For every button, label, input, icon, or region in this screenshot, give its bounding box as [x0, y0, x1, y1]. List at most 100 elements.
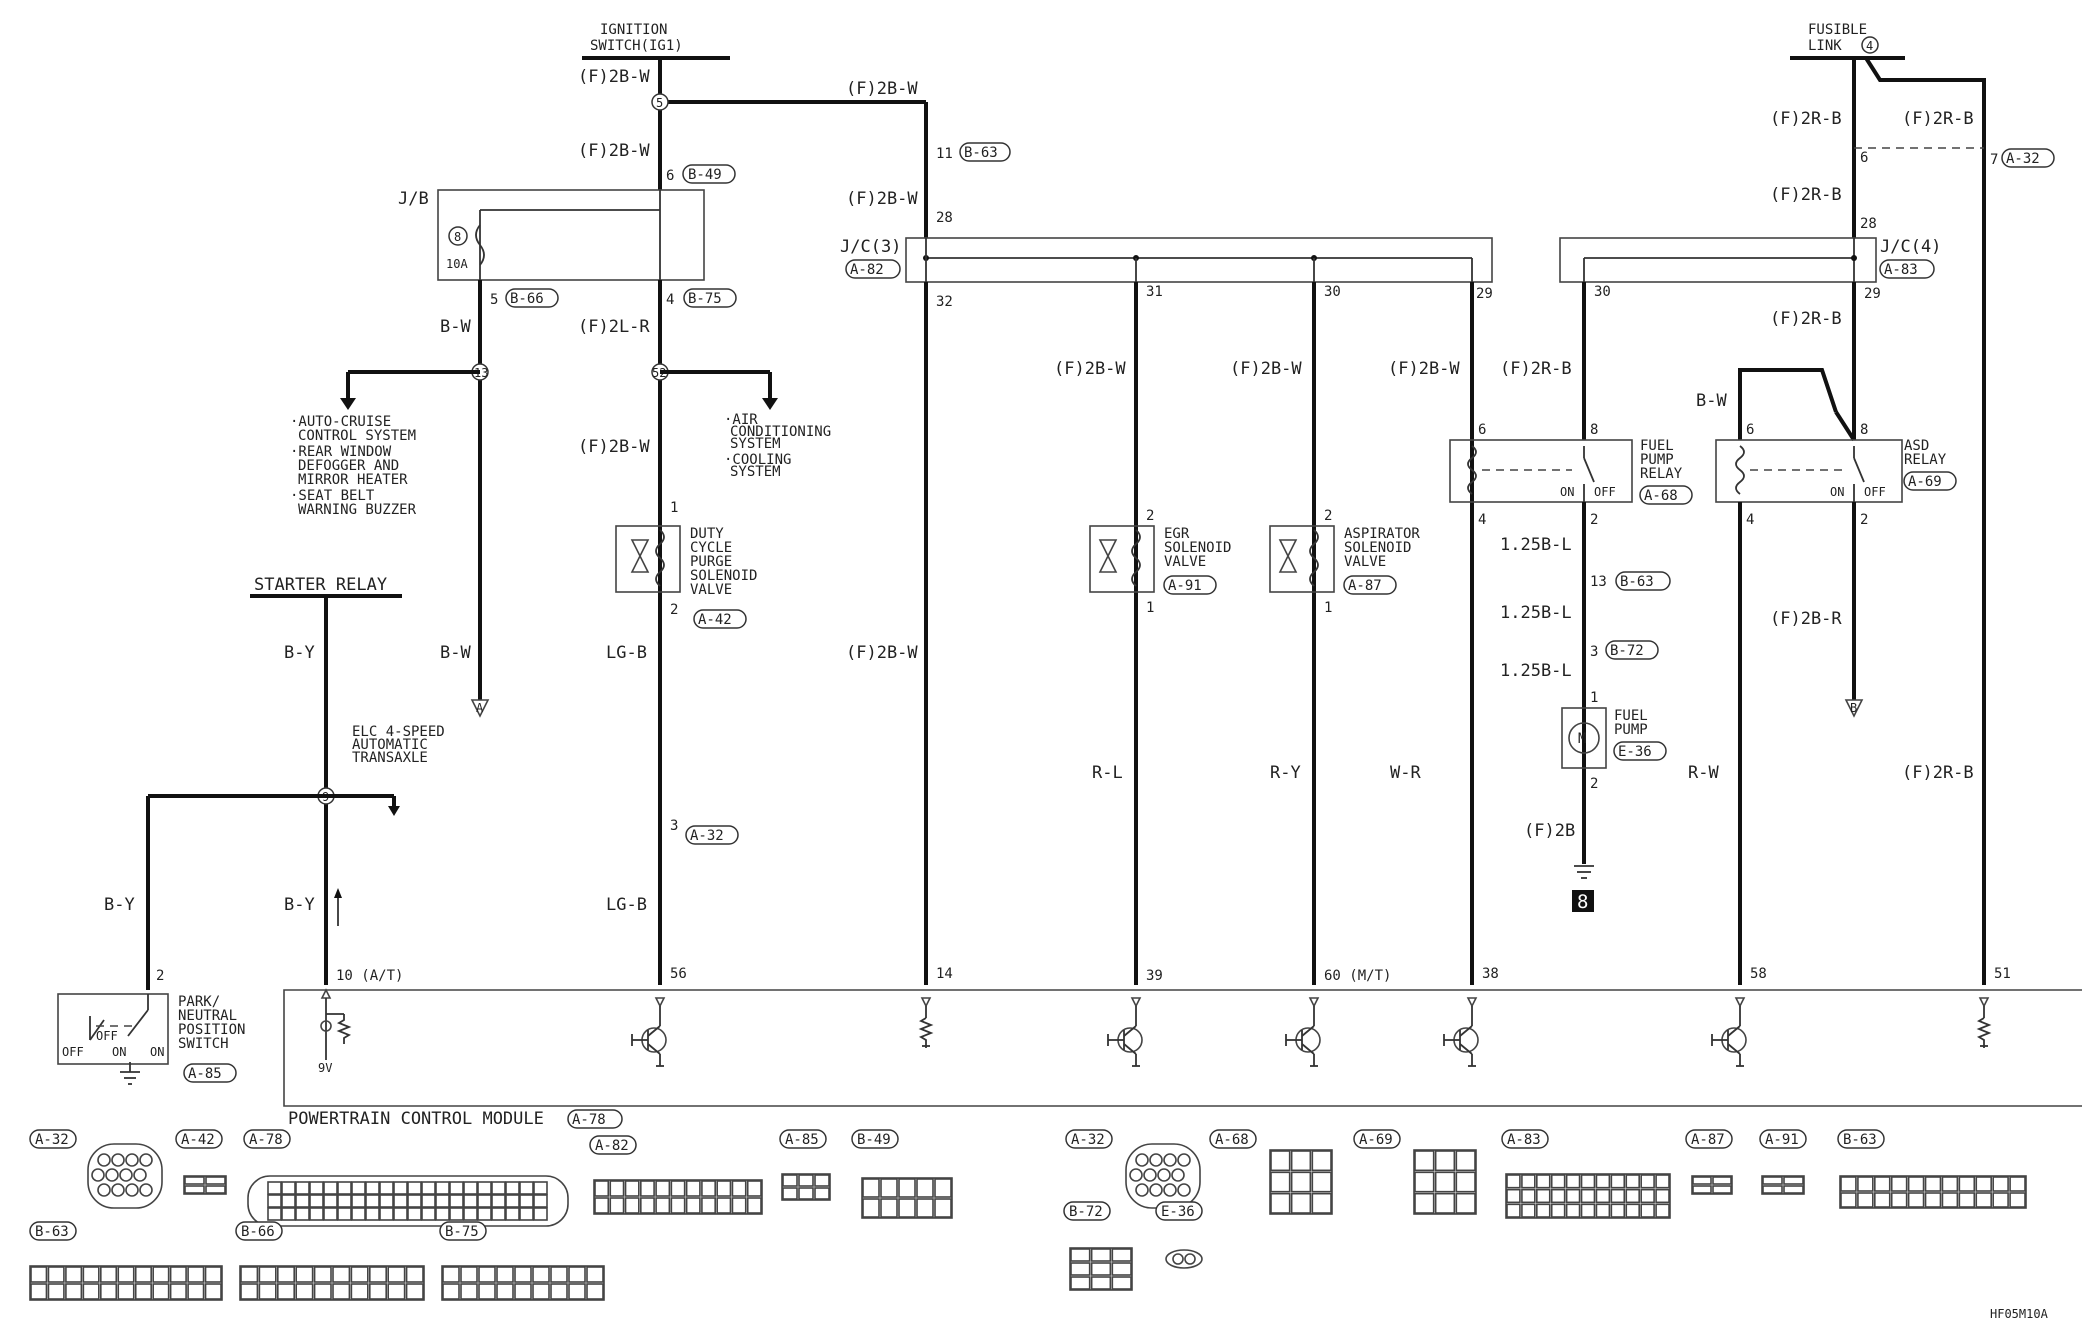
pin-number: 5: [490, 292, 498, 308]
pin-number: 32: [936, 294, 953, 310]
connector-view-label: E-36: [1161, 1204, 1195, 1220]
wire-color-label: (F)2B-R: [1770, 609, 1842, 629]
note-rear-window: ·REAR WINDOW: [290, 444, 392, 460]
splice-13-label: 13: [474, 366, 488, 380]
wire-color-label: R-Y: [1270, 763, 1301, 783]
pin-number: 28: [936, 210, 953, 226]
pin-number: 11: [936, 146, 953, 162]
wire-color-label: LG-B: [606, 895, 647, 915]
ignition-label-line1: IGNITION: [600, 22, 667, 38]
pin-number: 58: [1750, 966, 1767, 982]
pin-number: 6: [1746, 422, 1754, 438]
motor-symbol: M: [1578, 731, 1586, 747]
connector-view-b49-5: B-49: [851, 1129, 953, 1219]
connector-view-a91-14: A-91: [1759, 1129, 1807, 1195]
relay-off: OFF: [1864, 485, 1886, 499]
connector-view-label: A-69: [1359, 1132, 1393, 1148]
jc4-label: J/C(4): [1880, 237, 1941, 257]
connector-view-label: A-85: [785, 1132, 819, 1148]
pin-number: 1: [1590, 690, 1598, 706]
pin-number: 2: [156, 968, 164, 984]
pin-number: 2: [1590, 512, 1598, 528]
pin-number: 2: [1590, 776, 1598, 792]
note-elc-1: ELC 4-SPEED: [352, 724, 445, 740]
connector-view-e36-17: E-36: [1155, 1201, 1203, 1269]
note-seat-belt: ·SEAT BELT: [290, 488, 375, 504]
connector-a68-label: A-68: [1644, 488, 1678, 504]
powertrain-control-module: POWERTRAIN CONTROL MODULE A-78 9V: [283, 988, 2082, 1129]
relay-off: OFF: [1594, 485, 1616, 499]
wire-pcm-14: (F)2B-W 14: [846, 282, 953, 985]
fusible-link-source: FUSIBLE LINK 4: [1790, 22, 1905, 60]
starter-relay-label: STARTER RELAY: [254, 575, 387, 595]
pn-label-4: SWITCH: [178, 1036, 229, 1052]
ground-reference-number: 8: [1577, 891, 1588, 913]
wire-color-label: B-Y: [104, 895, 135, 915]
wire-color-label: (F)2R-B: [1902, 763, 1974, 783]
wire-color-label: B-Y: [284, 643, 315, 663]
connector-view-label: A-32: [1071, 1132, 1105, 1148]
note-system: SYSTEM: [730, 436, 781, 452]
connector-view-label: A-78: [249, 1132, 283, 1148]
fuel-pump-label-1: FUEL: [1614, 708, 1648, 724]
connector-a82-label: A-82: [850, 262, 884, 278]
note-auto-cruise: ·AUTO-CRUISE: [290, 414, 391, 430]
fuel-pump-relay-label-1: FUEL: [1640, 438, 1674, 454]
wire-color-label: (F)2B-W: [578, 67, 650, 87]
egr-label-2: SOLENOID: [1164, 540, 1231, 556]
connector-b49-label: B-49: [688, 167, 722, 183]
note-elc-3: TRANSAXLE: [352, 750, 428, 766]
wire-color-label: (F)2B-W: [846, 189, 918, 209]
connector-view-a87-13: A-87: [1685, 1129, 1733, 1195]
connector-view-label: B-63: [35, 1224, 69, 1240]
pn-label-1: PARK/: [178, 994, 220, 1010]
jc3-label: J/C(3): [840, 237, 901, 257]
connector-b66-label: B-66: [510, 291, 544, 307]
joint-connector-3: J/C(3) A-82 32 31 30 29: [840, 237, 1493, 310]
wire-color-label: (F)2R-B: [1770, 309, 1842, 329]
pn-label-3: POSITION: [178, 1022, 245, 1038]
pin-number: 8: [1860, 422, 1868, 438]
connector-a85-label: A-85: [188, 1066, 222, 1082]
note-conditioning: CONDITIONING: [730, 424, 831, 440]
relay-on: ON: [1830, 485, 1844, 499]
connector-view-label: B-49: [857, 1132, 891, 1148]
pin-number: 2: [1324, 508, 1332, 524]
egr-label-3: VALVE: [1164, 554, 1206, 570]
pin-number: 28: [1860, 216, 1877, 232]
connector-b63-label: B-63: [1620, 574, 1654, 590]
fuel-pump-circuit: 1.25B-L 13 B-63 1.25B-L 3 B-72 1.25B-L 1…: [1500, 502, 1671, 913]
arrow-b-letter: B: [1850, 701, 1857, 715]
note-mirror-heater: MIRROR HEATER: [298, 472, 408, 488]
pin-number: 7: [1990, 152, 1998, 168]
arrow-a: [470, 699, 490, 718]
wire-color-label: (F)2R-B: [1902, 109, 1974, 129]
fuse-number-circle: [448, 226, 468, 246]
bw-branch: B-W 13 ·AUTO-CRUISE CONTROL SYSTEM ·REAR…: [290, 280, 490, 718]
connector-a78-label: A-78: [572, 1112, 606, 1128]
duty-cycle-label-4: SOLENOID: [690, 568, 757, 584]
connector-a32-label: A-32: [690, 828, 724, 844]
aspirator-label-3: VALVE: [1344, 554, 1386, 570]
duty-cycle-label-1: DUTY: [690, 526, 724, 542]
connector-view-a83-12: A-83: [1501, 1129, 1671, 1219]
fusible-number: 4: [1866, 39, 1873, 53]
duty-cycle-label-5: VALVE: [690, 582, 732, 598]
pin-number: 1: [1324, 600, 1332, 616]
aspirator-valve-box: [1269, 525, 1335, 593]
pcm-resistor-14: [918, 997, 934, 1048]
aspirator-label-2: SOLENOID: [1344, 540, 1411, 556]
pin-number: 6: [1478, 422, 1486, 438]
note-air: ·AIR: [724, 412, 758, 428]
connector-a69-label: A-69: [1908, 474, 1942, 490]
fusible-label-line2: LINK: [1808, 38, 1842, 54]
wire-color-label: (F)2B-W: [578, 141, 650, 161]
fusible-label-line1: FUSIBLE: [1808, 22, 1867, 38]
pin-number: 1: [1146, 600, 1154, 616]
pin-number: 6: [1860, 150, 1868, 166]
pin-number: 4: [666, 292, 674, 308]
connector-view-label: A-82: [595, 1138, 629, 1154]
wire-color-label: R-W: [1688, 763, 1719, 783]
wire-color-label: R-L: [1092, 763, 1123, 783]
wire-color-label: (F)2R-B: [1770, 109, 1842, 129]
